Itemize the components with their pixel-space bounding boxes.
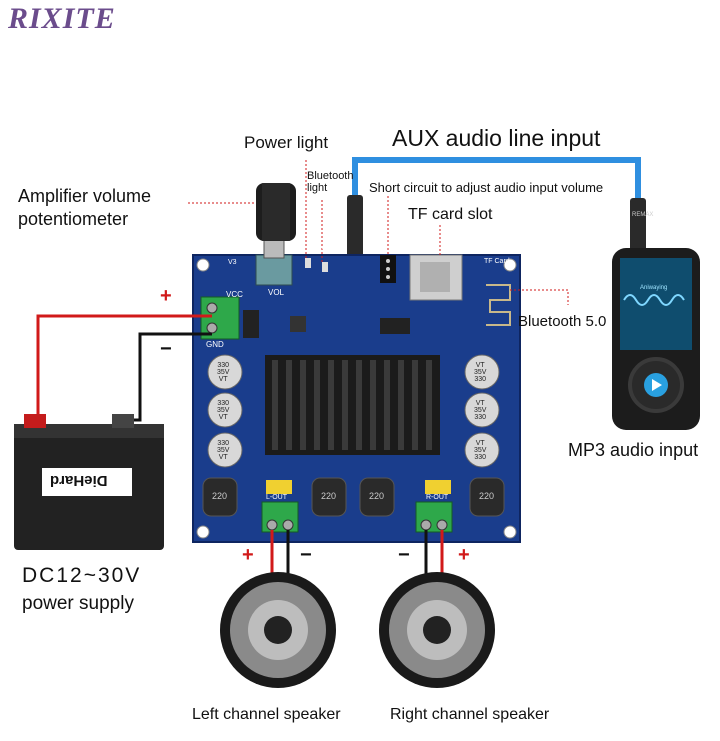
left-speaker-graphic — [220, 572, 336, 688]
mp3-player — [612, 248, 700, 430]
leader-bluetooth — [510, 289, 569, 305]
board-v3: V3 — [228, 259, 237, 266]
amp-volume-line2: potentiometer — [18, 209, 129, 229]
power-led — [305, 258, 311, 268]
short-circuit-label: Short circuit to adjust audio input volu… — [369, 180, 604, 195]
bluetooth-light-line1: Bluetooth — [307, 170, 354, 182]
power-terminal — [200, 296, 240, 340]
bluetooth-light-line2: light — [307, 182, 328, 194]
amp-volume-line1: Amplifier volume — [18, 186, 152, 206]
board-aux: AUX — [322, 244, 337, 251]
inductor-label: 220 — [369, 491, 385, 501]
watermark: RIXITE — [8, 2, 116, 35]
board-vol: VOL — [268, 288, 285, 297]
player-screen-text: Aniwaying — [640, 285, 668, 291]
battery-positive-wire — [36, 314, 212, 432]
board-r-out: R-OUT — [426, 494, 449, 501]
aux-cable — [352, 157, 641, 205]
board-vcc: VCC — [226, 290, 243, 299]
mp3-input-label: MP3 audio input — [568, 440, 699, 460]
power-light-label: Power light — [244, 133, 329, 152]
left-speaker-label: Left channel speaker — [192, 706, 341, 723]
board-l-out: L-OUT — [266, 494, 287, 501]
right-speaker-label: Right channel speaker — [390, 706, 550, 723]
inductor-label: 220 — [321, 491, 337, 501]
battery-minus-mark: − — [160, 338, 172, 360]
jack-brand: REMAX — [632, 212, 654, 218]
battery-brand: DieHard — [50, 472, 108, 489]
tf-slot-label: TF card slot — [408, 206, 493, 223]
bluetooth-led — [322, 262, 328, 272]
aux-jack-plug — [347, 195, 363, 260]
left-plus-mark: + — [242, 544, 254, 566]
power-supply-label: power supply — [22, 593, 134, 614]
aux-input-label: AUX audio line input — [392, 125, 601, 151]
capacitors — [207, 354, 500, 468]
heatsink — [265, 355, 440, 455]
bluetooth-version-label: Bluetooth 5.0 — [518, 313, 607, 330]
inductor-label: 220 — [212, 491, 228, 501]
inductor-label: 220 — [479, 491, 495, 501]
right-minus-mark: − — [398, 544, 410, 566]
bluetooth-antenna — [486, 284, 511, 326]
left-minus-mark: − — [300, 544, 312, 566]
mp3-jack-plug — [630, 198, 646, 258]
amplifier-board — [192, 254, 521, 543]
potentiometer-body — [255, 254, 293, 286]
battery-plus-mark: + — [160, 285, 172, 307]
amp-volume-label: Amplifier volume potentiometer — [18, 185, 151, 231]
dc-range-label: DC12~30V — [22, 564, 142, 587]
bluetooth-light-label: Bluetooth light — [307, 170, 353, 194]
right-plus-mark: + — [458, 544, 470, 566]
battery — [14, 414, 164, 550]
board-gnd: GND — [206, 340, 224, 349]
right-speaker-graphic — [379, 572, 495, 688]
board-tf-card: TF Card — [484, 258, 510, 265]
inductors — [202, 477, 505, 517]
